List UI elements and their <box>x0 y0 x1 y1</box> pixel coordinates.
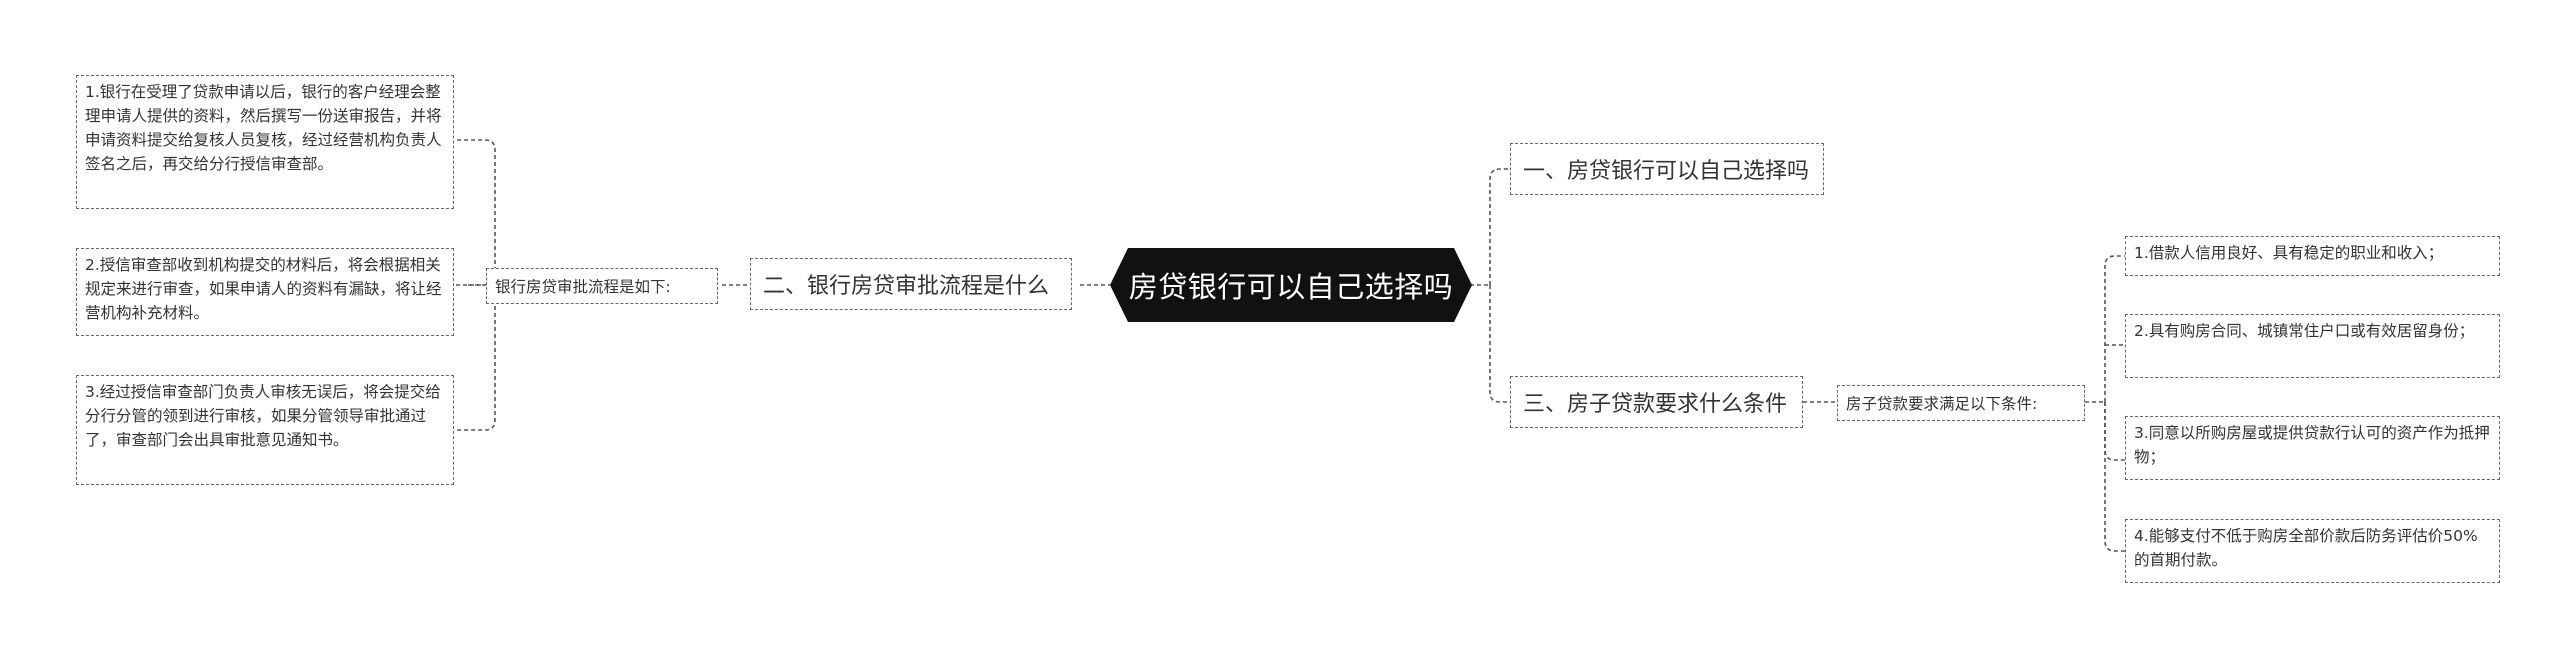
branch-third-label: 三、房子贷款要求什么条件 <box>1523 392 1788 417</box>
process-item-3[interactable]: 3.经过授信审查部门负责人审核无误后，将会提交给分行分管的领到进行审核，如果分管… <box>76 375 454 485</box>
condition-item-1[interactable]: 1.借款人信用良好、具有稳定的职业和收入； <box>2125 236 2500 276</box>
condition-item-2[interactable]: 2.具有购房合同、城镇常住户口或有效居留身份； <box>2125 314 2500 378</box>
condition-item-4[interactable]: 4.能够支付不低于购房全部价款后防务评估价50%的首期付款。 <box>2125 519 2500 583</box>
condition-item-3[interactable]: 3.同意以所购房屋或提供贷款行认可的资产作为抵押物； <box>2125 416 2500 480</box>
branch-third-sub[interactable]: 房子贷款要求满足以下条件: <box>1837 385 2085 421</box>
condition-item-2-text: 2.具有购房合同、城镇常住户口或有效居留身份； <box>2134 322 2475 340</box>
process-item-1[interactable]: 1.银行在受理了贷款申请以后，银行的客户经理会整理申请人提供的资料，然后撰写一份… <box>76 75 454 209</box>
process-item-2-text: 2.授信审查部收到机构提交的材料后，将会根据相关规定来进行审查，如果申请人的资料… <box>85 256 442 322</box>
condition-item-3-text: 3.同意以所购房屋或提供贷款行认可的资产作为抵押物； <box>2134 424 2490 466</box>
process-item-2[interactable]: 2.授信审查部收到机构提交的材料后，将会根据相关规定来进行审查，如果申请人的资料… <box>76 248 454 336</box>
root-topic[interactable]: 房贷银行可以自己选择吗 <box>1110 248 1472 322</box>
branch-second-label: 二、银行房贷审批流程是什么 <box>763 274 1050 299</box>
process-item-3-text: 3.经过授信审查部门负责人审核无误后，将会提交给分行分管的领到进行审核，如果分管… <box>85 383 441 449</box>
branch-first[interactable]: 一、房贷银行可以自己选择吗 <box>1510 143 1824 195</box>
branch-third-sub-label: 房子贷款要求满足以下条件: <box>1846 395 2038 413</box>
process-item-1-text: 1.银行在受理了贷款申请以后，银行的客户经理会整理申请人提供的资料，然后撰写一份… <box>85 83 442 173</box>
branch-first-label: 一、房贷银行可以自己选择吗 <box>1523 159 1810 184</box>
branch-third[interactable]: 三、房子贷款要求什么条件 <box>1510 376 1803 428</box>
branch-second-sub[interactable]: 银行房贷审批流程是如下: <box>486 268 718 304</box>
condition-item-4-text: 4.能够支付不低于购房全部价款后防务评估价50%的首期付款。 <box>2134 527 2478 569</box>
condition-item-1-text: 1.借款人信用良好、具有稳定的职业和收入； <box>2134 244 2444 262</box>
branch-second-sub-label: 银行房贷审批流程是如下: <box>495 278 671 296</box>
branch-second[interactable]: 二、银行房贷审批流程是什么 <box>750 258 1072 310</box>
root-topic-label: 房贷银行可以自己选择吗 <box>1128 270 1454 304</box>
